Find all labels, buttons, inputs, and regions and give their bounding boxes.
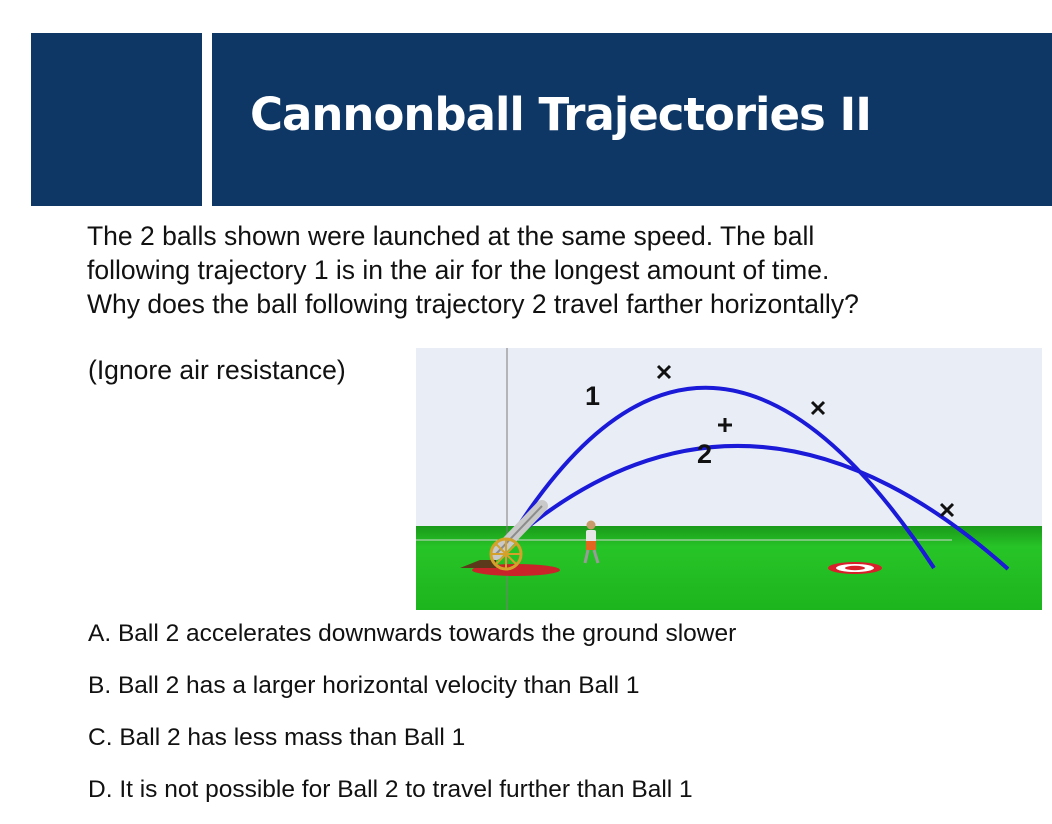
answer-letter: C. xyxy=(88,724,113,751)
simulation-canvas: 1 2 xyxy=(416,348,1042,610)
ignore-air-resistance-note: (Ignore air resistance) xyxy=(88,355,346,385)
question-line: Why does the ball following trajectory 2… xyxy=(87,289,859,319)
answer-option[interactable]: D. It is not possible for Ball 2 to trav… xyxy=(88,772,736,824)
answer-letter: A. xyxy=(88,620,112,647)
question-line: The 2 balls shown were launched at the s… xyxy=(87,221,815,251)
trajectory-1-marker xyxy=(810,400,826,416)
answer-letter: D. xyxy=(88,776,113,803)
answer-option[interactable]: C. Ball 2 has less mass than Ball 1 xyxy=(88,720,736,772)
answer-options: A. Ball 2 accelerates downwards towards … xyxy=(88,616,736,824)
question-text: The 2 balls shown were launched at the s… xyxy=(87,219,1037,321)
sky xyxy=(416,348,1042,528)
trajectory-2-marker xyxy=(718,418,732,432)
trajectory-1-path xyxy=(505,386,936,570)
trajectory-2-path xyxy=(505,443,1010,571)
cannon-icon xyxy=(460,500,560,576)
answer-text: Ball 2 has less mass than Ball 1 xyxy=(119,724,466,751)
trajectory-1-marker xyxy=(656,364,672,380)
title-banner-left xyxy=(31,33,202,206)
title-banner xyxy=(212,33,1052,206)
answer-text: Ball 2 accelerates downwards towards the… xyxy=(117,620,737,647)
person-icon xyxy=(583,520,600,564)
trajectory-2-label: 2 xyxy=(697,439,712,469)
target-icon xyxy=(828,562,882,574)
trajectory-1-label: 1 xyxy=(585,381,600,411)
answer-text: Ball 2 has a larger horizontal velocity … xyxy=(117,672,640,699)
slide-title: Cannonball Trajectories II xyxy=(250,88,872,141)
projectile-simulation: 1 2 xyxy=(416,348,1042,610)
answer-letter: B. xyxy=(88,672,112,699)
trajectory-2-marker xyxy=(939,502,955,518)
answer-option[interactable]: A. Ball 2 accelerates downwards towards … xyxy=(88,616,736,668)
answer-option[interactable]: B. Ball 2 has a larger horizontal veloci… xyxy=(88,668,736,720)
question-line: following trajectory 1 is in the air for… xyxy=(87,255,830,285)
